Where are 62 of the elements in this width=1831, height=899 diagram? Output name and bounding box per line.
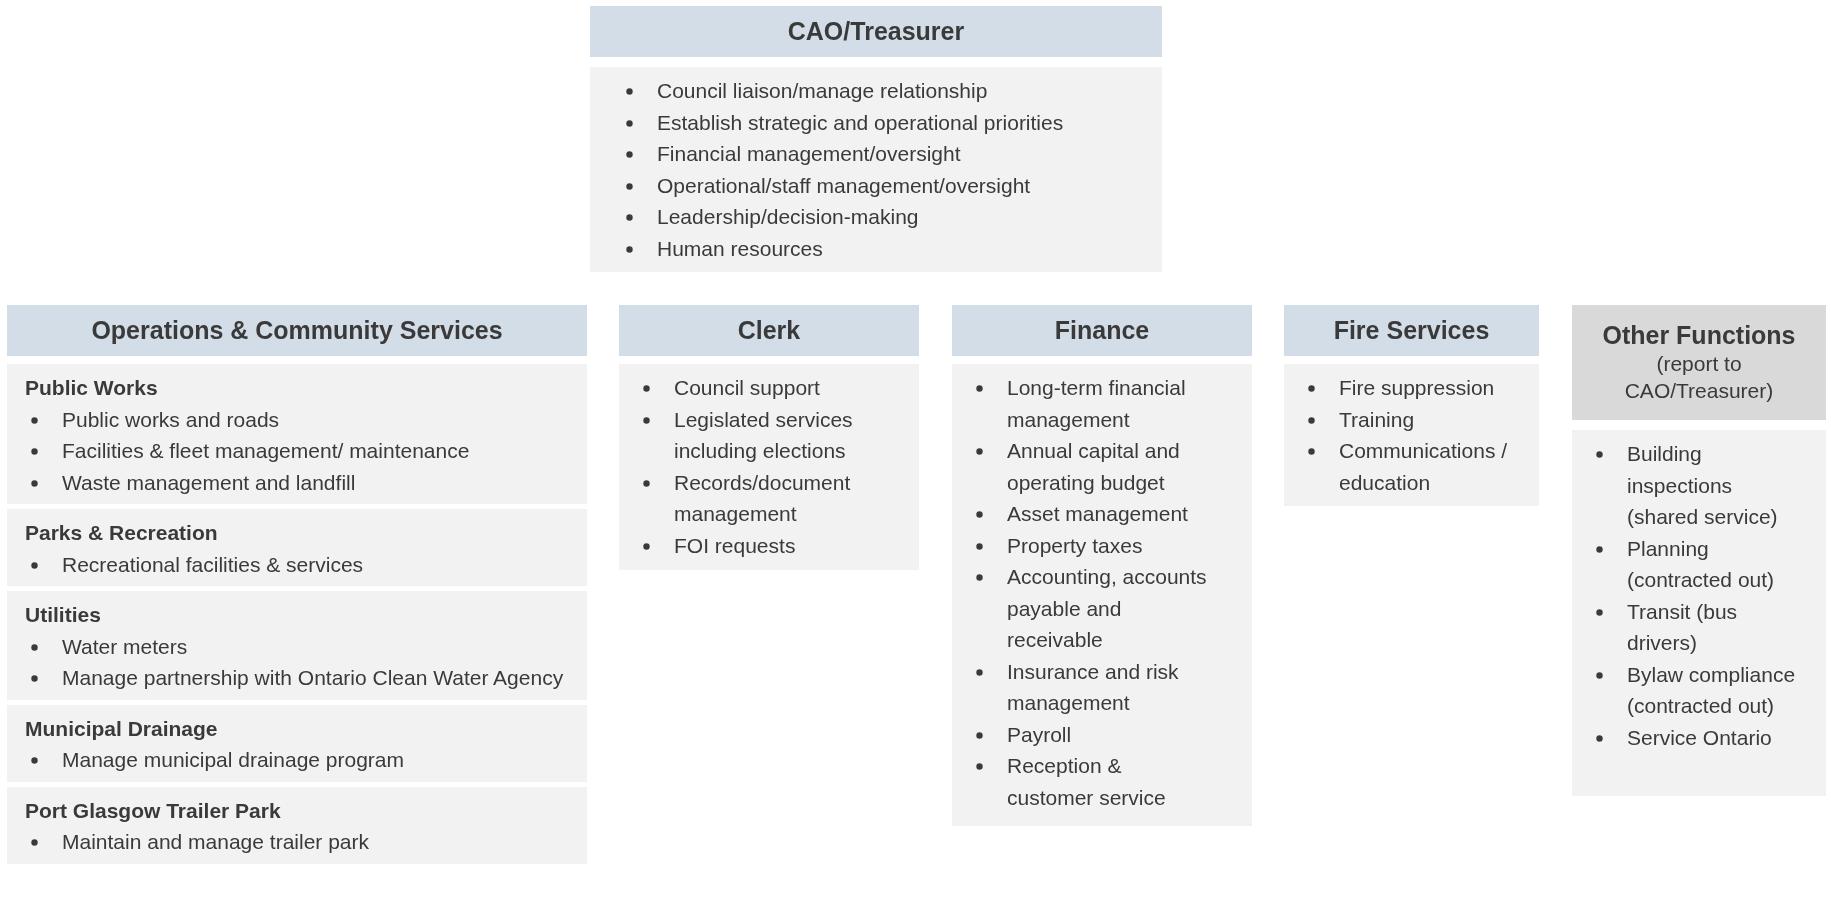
bullet-item: Planning (contracted out) <box>1627 535 1776 593</box>
bullet-item: Water meters <box>62 633 189 660</box>
bullet-item: Council support <box>674 375 821 401</box>
content-box <box>590 67 1162 272</box>
header-box <box>1572 305 1826 420</box>
content-box <box>7 786 587 864</box>
content-box <box>619 364 919 570</box>
section-heading: Municipal Drainage <box>25 715 219 742</box>
bullet-item: Training <box>1339 406 1416 433</box>
bullet-item: Manage municipal drainage program <box>62 747 406 773</box>
bullet-item: FOI requests <box>674 532 797 559</box>
section-heading: Parks & Recreation <box>25 520 219 546</box>
content-box <box>1572 430 1826 796</box>
bullet-item: Facilities & fleet management/ maintenance <box>62 438 471 464</box>
bullet-item: Bylaw compliance (contracted out) <box>1627 661 1796 719</box>
bullet-item: Building inspections (shared service) <box>1627 441 1779 530</box>
bullet-item: Payroll <box>1007 721 1073 748</box>
bullet-item: Operational/staff management/oversight <box>657 172 1032 199</box>
header-note: (report to CAO/Treasurer) <box>1623 351 1775 404</box>
content-box <box>7 591 587 700</box>
bullet-item: Legislated services including elections <box>674 406 854 464</box>
bullet-item: Human resources <box>657 235 824 262</box>
bullet-item: Asset management <box>1007 501 1189 527</box>
bullet-item: Council liaison/manage relationship <box>657 78 989 104</box>
content-box <box>952 364 1252 826</box>
header-box <box>7 305 587 356</box>
bullet-item: Recreational facilities & services <box>62 551 365 578</box>
bullet-item: Public works and roads <box>62 406 281 433</box>
bullet-item: Annual capital and operating budget <box>1007 438 1181 496</box>
bullet-item: Waste management and landfill <box>62 469 357 496</box>
header-title: Other Functions <box>1602 321 1796 350</box>
bullet-item: Fire suppression <box>1339 375 1496 401</box>
section-heading: Public Works <box>25 375 159 401</box>
bullet-item: Long-term financial management <box>1007 375 1187 433</box>
bullet-item: Transit (bus drivers) <box>1627 598 1739 656</box>
content-box <box>7 704 587 782</box>
header-title: Finance <box>1054 316 1150 345</box>
header-box <box>1284 305 1539 356</box>
bullet-item: Reception & customer service <box>1007 753 1167 811</box>
header-box <box>619 305 919 356</box>
header-title: Fire Services <box>1333 316 1490 345</box>
bullet-item: Manage partnership with Ontario Clean Water Agency <box>62 665 565 691</box>
bullet-item: Insurance and risk management <box>1007 658 1180 716</box>
header-title: Clerk <box>737 316 801 345</box>
bullet-item: Establish strategic and operational priorities <box>657 109 1065 136</box>
bullet-item: Communications / education <box>1339 438 1509 496</box>
bullet-item: Accounting, accounts payable and receivable <box>1007 564 1208 653</box>
bullet-item: Leadership/decision-making <box>657 204 920 230</box>
bullet-item: Property taxes <box>1007 532 1144 559</box>
bullet-item: Records/document management <box>674 469 852 527</box>
bullet-item: Service Ontario <box>1627 724 1773 751</box>
section-heading: Port Glasgow Trailer Park <box>25 797 282 824</box>
content-box <box>7 364 587 504</box>
bullet-item: Maintain and manage trailer park <box>62 829 370 855</box>
bullet-item: Financial management/oversight <box>657 141 962 167</box>
content-box <box>7 509 587 586</box>
section-heading: Utilities <box>25 602 102 628</box>
header-title: Operations & Community Services <box>91 316 503 345</box>
header-box <box>952 305 1252 356</box>
content-box <box>1284 364 1539 506</box>
header-title: CAO/Treasurer <box>787 17 965 46</box>
header-box <box>590 6 1162 57</box>
